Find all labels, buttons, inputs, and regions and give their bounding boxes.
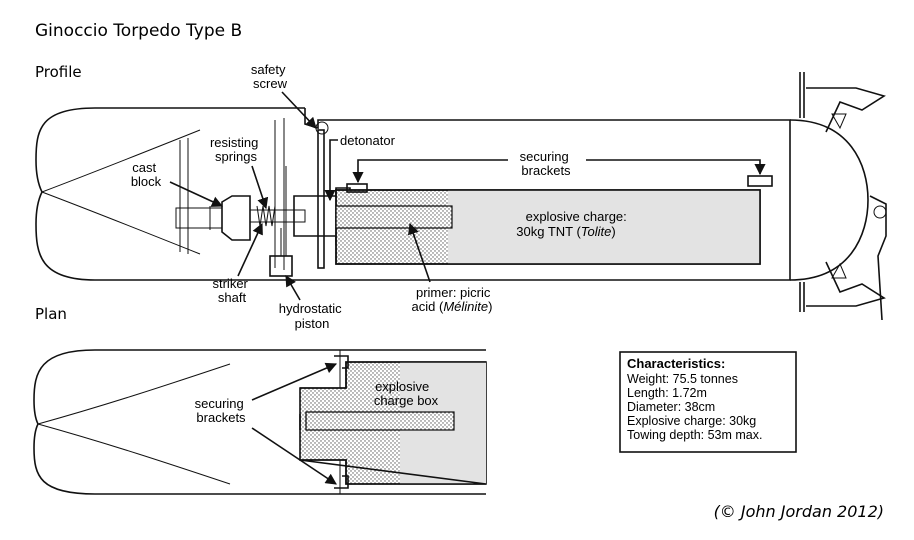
- picric-primer: [335, 205, 453, 229]
- label-explosive-charge-box: explosive charge box: [374, 379, 439, 408]
- profile-heading: Profile: [35, 63, 82, 81]
- label-striker-shaft: striker shaft: [212, 276, 251, 305]
- characteristics-line: Weight: 75.5 tonnes: [627, 372, 738, 386]
- plan-primer: [305, 411, 455, 431]
- plan-heading: Plan: [35, 305, 67, 323]
- label-resisting-springs: resisting springs: [210, 135, 262, 164]
- diagram-title: Ginoccio Torpedo Type B: [35, 21, 242, 41]
- cast-block: [221, 195, 251, 241]
- label-safety-screw: safety screw: [251, 62, 289, 91]
- profile-nose: [35, 107, 305, 281]
- label-primer: primer: picric acid (Mélinite): [412, 285, 494, 314]
- characteristics-line: Length: 1.72m: [627, 386, 707, 400]
- characteristics-heading: Characteristics:: [627, 356, 725, 371]
- characteristics-box: Characteristics: Weight: 75.5 tonnes Len…: [619, 351, 797, 453]
- characteristics-line: Towing depth: 53m max.: [627, 428, 763, 442]
- label-explosive-charge: explosive charge: 30kg TNT (Tolite): [516, 209, 630, 239]
- striker-shaft: [249, 209, 306, 223]
- label-detonator: detonator: [340, 133, 396, 148]
- profile-tail-dome: [789, 119, 869, 281]
- profile-view: [35, 72, 887, 321]
- characteristics-line: Diameter: 38cm: [627, 400, 715, 414]
- plan-view: [33, 349, 487, 495]
- label-hydrostatic-piston: hydrostatic piston: [279, 301, 346, 331]
- resisting-springs: [256, 205, 276, 227]
- plan-bracket-top: [334, 355, 349, 369]
- plan-labels: securing brackets explosive charge box: [195, 362, 439, 485]
- hydrostatic-piston: [269, 255, 293, 277]
- profile-labels: safety screw detonator resisting springs…: [131, 62, 766, 331]
- characteristics-line: Explosive charge: 30kg: [627, 414, 756, 428]
- label-securing-brackets-profile: securing brackets: [520, 149, 573, 178]
- copyright-notice: (© John Jordan 2012): [714, 502, 884, 521]
- label-securing-brackets-plan: securing brackets: [195, 396, 248, 425]
- plan-bracket-bottom: [334, 475, 349, 489]
- label-cast-block: cast block: [131, 160, 162, 189]
